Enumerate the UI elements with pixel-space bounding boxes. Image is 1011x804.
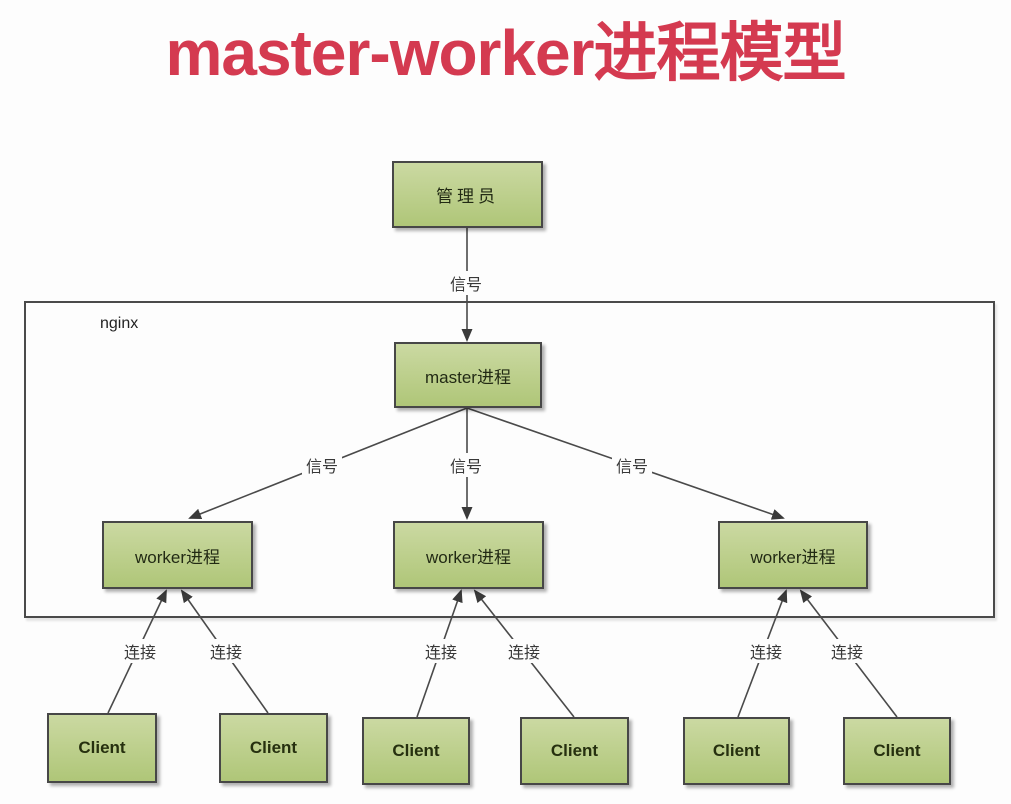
edge-label-conn-client3: 连接 xyxy=(420,639,462,663)
nginx-container: nginx xyxy=(24,301,995,618)
edge-label-conn-client6: 连接 xyxy=(826,639,868,663)
node-admin: 管理员 xyxy=(392,161,543,228)
node-client-2: Client xyxy=(219,713,328,783)
node-client-5: Client xyxy=(683,717,790,785)
node-worker-process-1: worker进程 xyxy=(102,521,253,589)
node-client-6: Client xyxy=(843,717,951,785)
edge-label-conn-client1: 连接 xyxy=(119,639,161,663)
edge-label-signal-admin-master: 信号 xyxy=(445,271,487,295)
edge-label-conn-client2: 连接 xyxy=(205,639,247,663)
edge-label-signal-master-worker3: 信号 xyxy=(611,453,653,477)
node-master-process: master进程 xyxy=(394,342,542,408)
page-title: master-worker进程模型 xyxy=(165,17,846,89)
node-client-3: Client xyxy=(362,717,470,785)
node-worker-process-3: worker进程 xyxy=(718,521,868,589)
edge-label-signal-master-worker2: 信号 xyxy=(445,453,487,477)
edge-label-conn-client4: 连接 xyxy=(503,639,545,663)
nginx-container-label: nginx xyxy=(100,315,139,332)
edge-label-signal-master-worker1: 信号 xyxy=(301,453,343,477)
node-client-4: Client xyxy=(520,717,629,785)
node-worker-process-2: worker进程 xyxy=(393,521,544,589)
node-client-1: Client xyxy=(47,713,157,783)
edge-label-conn-client5: 连接 xyxy=(745,639,787,663)
